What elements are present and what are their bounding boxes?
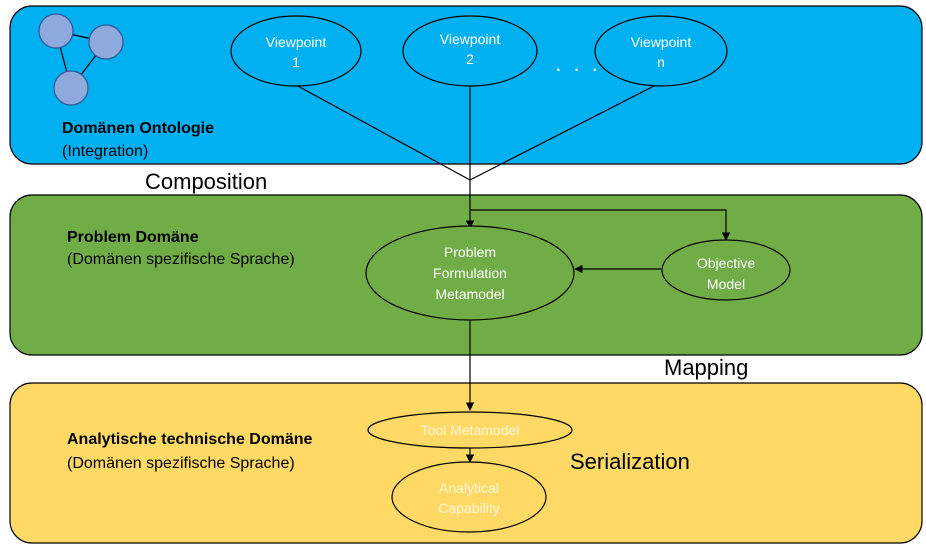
ontology-band-title: Domänen Ontologie	[62, 120, 214, 137]
viewpoint-2-line2: 2	[466, 51, 474, 67]
analytical-capability-line2: Capability	[438, 500, 499, 516]
problem-formulation-line2: Formulation	[433, 265, 507, 281]
graph-network-icon	[38, 13, 124, 106]
viewpoint-ellipsis: . . .	[555, 51, 601, 76]
objective-model-line2: Model	[707, 276, 745, 292]
viewpoint-n-line2: n	[657, 54, 665, 70]
viewpoint-n-node: Viewpoint n	[594, 15, 728, 87]
viewpoint-1-node: Viewpoint 1	[230, 15, 362, 87]
problem-band-title: Problem Domäne	[67, 229, 199, 246]
composition-label: Composition	[145, 169, 267, 194]
mapping-label: Mapping	[664, 355, 748, 380]
viewpoint-1-line2: 1	[292, 54, 300, 70]
problem-formulation-line3: Metamodel	[435, 286, 504, 302]
analytical-capability-line1: Analytical	[439, 480, 499, 496]
tool-metamodel-node: Tool Metamodel	[367, 411, 573, 449]
analytical-capability-node: Analytical Capability	[391, 461, 547, 533]
viewpoint-2-node: Viewpoint 2	[402, 15, 538, 87]
viewpoint-1-line1: Viewpoint	[266, 34, 327, 50]
problem-band-subtitle: (Domänen spezifische Sprache)	[67, 251, 295, 268]
analytic-band-title: Analytische technische Domäne	[67, 431, 313, 448]
analytic-band-subtitle: (Domänen spezifische Sprache)	[67, 455, 295, 472]
viewpoint-n-line1: Viewpoint	[631, 34, 692, 50]
viewpoint-2-line1: Viewpoint	[440, 31, 501, 47]
problem-formulation-line1: Problem	[444, 244, 496, 260]
edges	[295, 84, 731, 463]
objective-model-line1: Objective	[697, 255, 756, 271]
objective-model-node: Objective Model	[661, 239, 791, 301]
problem-formulation-metamodel-node: Problem Formulation Metamodel	[365, 225, 575, 321]
ontology-band-subtitle: (Integration)	[62, 143, 148, 160]
serialization-label: Serialization	[570, 449, 690, 474]
tool-metamodel-label: Tool Metamodel	[421, 422, 520, 438]
